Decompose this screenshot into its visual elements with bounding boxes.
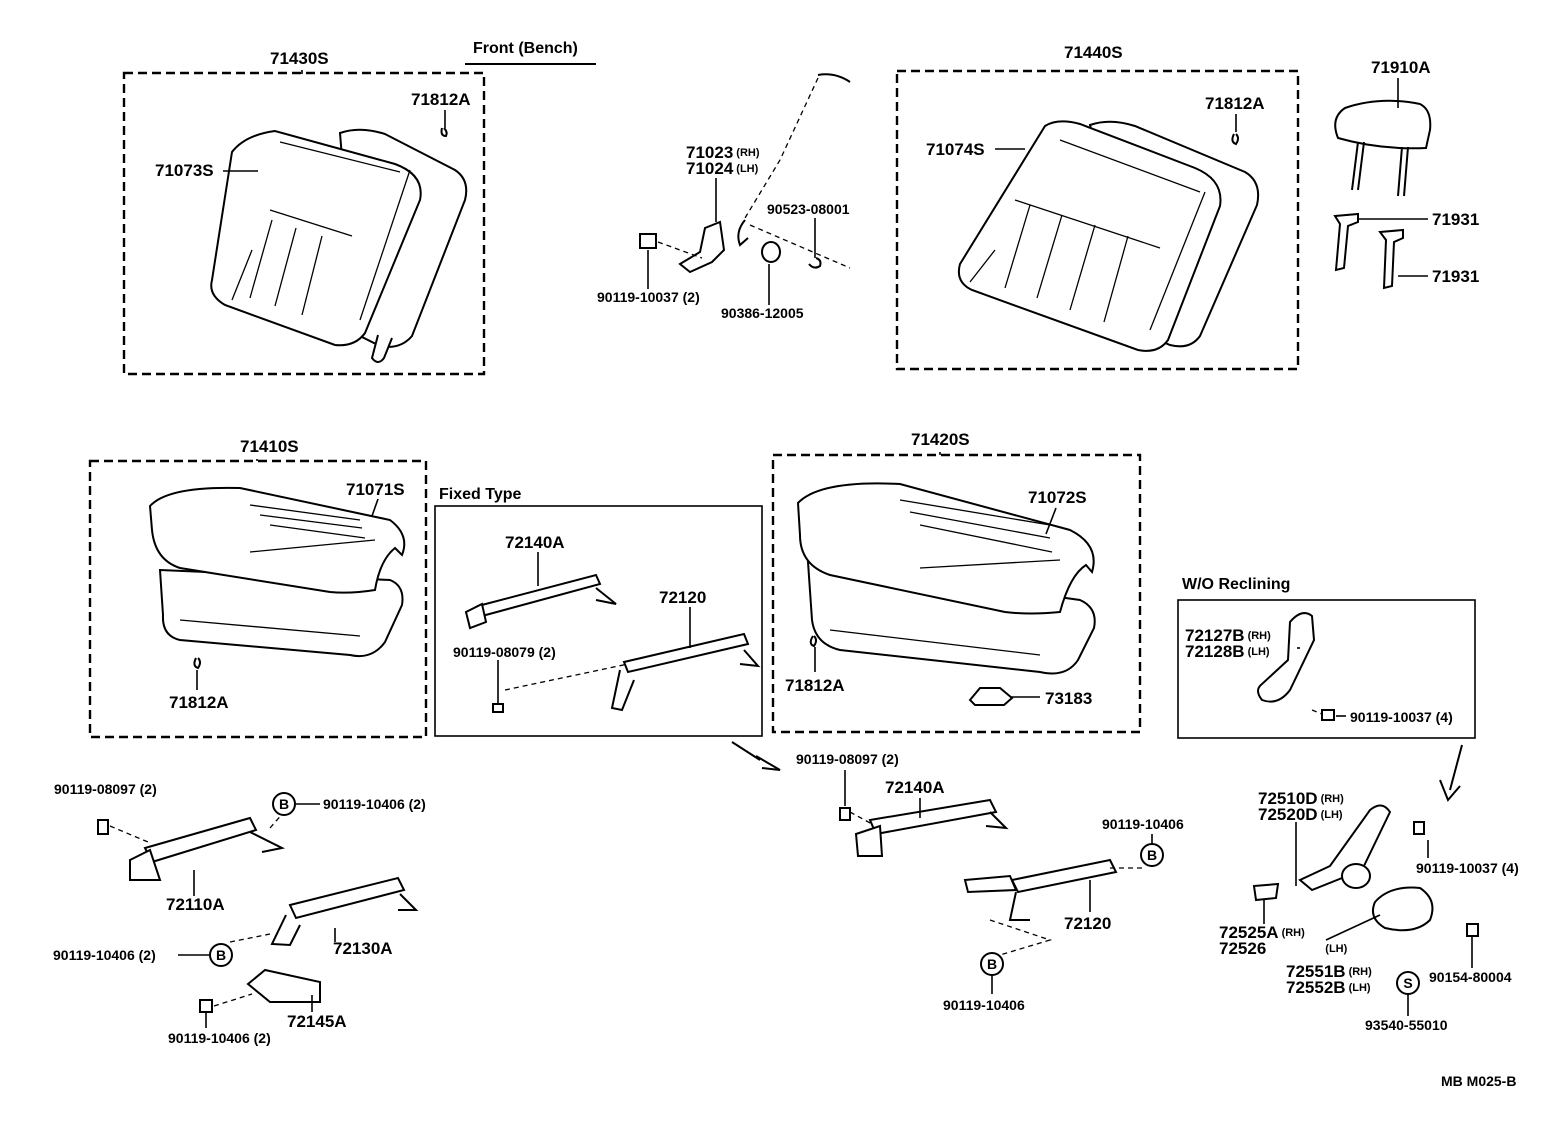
part-label-72128B: 72128B(LH) <box>1185 642 1270 661</box>
part-label-72145A: 72145A <box>287 1012 347 1031</box>
clip-71812A-4 <box>809 635 817 648</box>
part-label-73183: 73183 <box>1045 689 1093 708</box>
part-label-93540-55010: 93540-55010 <box>1365 1017 1448 1033</box>
clip-71812A-3 <box>193 657 201 670</box>
svg-text:B: B <box>1147 847 1157 863</box>
part-label-90119-10406: 90119-10406 <box>1102 816 1184 832</box>
heading-fixed-type: Fixed Type <box>439 486 522 503</box>
circle-marker-b-3: B <box>1140 843 1164 867</box>
part-label-90119-10037-4: 90119-10037 (4) <box>1416 860 1519 876</box>
heading-wo-reclining: W/O Reclining <box>1182 576 1291 593</box>
part-label-71910A: 71910A <box>1371 58 1431 77</box>
group-box-71430S <box>122 71 486 376</box>
part-label-71931: 71931 <box>1432 267 1480 286</box>
part-label-90119-10406: 90119-10406 <box>943 997 1025 1013</box>
part-label-71420S: 71420S <box>911 430 970 449</box>
part-label-72120: 72120 <box>659 588 707 607</box>
circle-marker-b-4: B <box>980 952 1004 976</box>
part-label-71024: 71024(LH) <box>686 159 759 178</box>
clip-71812A-2 <box>1231 133 1239 146</box>
heading-front-bench: Front (Bench) <box>473 40 578 57</box>
part-label-90119-08079-2: 90119-08079 (2) <box>453 644 556 660</box>
part-label-71812A: 71812A <box>169 693 229 712</box>
recliner-drawing <box>1252 744 1479 937</box>
wo-reclining-box <box>1177 599 1476 739</box>
part-label-71023: 71023(RH) <box>686 143 760 162</box>
part-label-90119-08097-2: 90119-08097 (2) <box>796 751 899 767</box>
circle-marker-s: S <box>1396 971 1420 995</box>
diagram-code: MB M025-B <box>1441 1073 1517 1089</box>
part-label-71812A: 71812A <box>785 676 845 695</box>
clip-71812A-1 <box>440 127 448 138</box>
part-label-72130A: 72130A <box>333 939 393 958</box>
part-label-90119-10406-2: 90119-10406 (2) <box>168 1030 271 1046</box>
part-label-90386-12005: 90386-12005 <box>721 305 804 321</box>
part-label-90119-10406-2: 90119-10406 (2) <box>53 947 156 963</box>
svg-text:B: B <box>216 947 226 963</box>
part-label-90119-10406-2: 90119-10406 (2) <box>323 796 426 812</box>
part-label-90523-08001: 90523-08001 <box>767 201 850 217</box>
part-label-72551B: 72551B(RH) <box>1286 962 1372 981</box>
part-label-71072S: 71072S <box>1028 488 1087 507</box>
svg-text:B: B <box>279 796 289 812</box>
part-label-71410S: 71410S <box>240 437 299 456</box>
bottom-left-rails-drawing <box>97 811 419 1013</box>
part-label-72526: 72526(LH) <box>1219 939 1348 958</box>
part-label-71440S: 71440S <box>1064 43 1123 62</box>
fixed-type-rails-drawing <box>464 573 761 713</box>
seatback-cover-left-drawing <box>210 128 468 363</box>
wo-reclining-bracket-drawing <box>1257 612 1335 721</box>
headrest-drawing <box>1333 99 1432 290</box>
bottom-center-rails-drawing <box>731 741 1145 956</box>
circle-marker-b-1: B <box>272 792 296 816</box>
svg-text:B: B <box>987 956 997 972</box>
svg-text:S: S <box>1403 975 1412 991</box>
part-label-71812A: 71812A <box>411 90 471 109</box>
part-label-71812A: 71812A <box>1205 94 1265 113</box>
part-label-72140A: 72140A <box>505 533 565 552</box>
part-label-71071S: 71071S <box>346 480 405 499</box>
part-label-72525A: 72525A(RH) <box>1219 923 1305 942</box>
seat-cushion-right-drawing <box>796 482 1096 706</box>
part-label-90119-10037-4: 90119-10037 (4) <box>1350 709 1453 725</box>
part-label-71931: 71931 <box>1432 210 1480 229</box>
part-label-72127B: 72127B(RH) <box>1185 626 1271 645</box>
hinge-bracket-drawing <box>639 73 851 274</box>
part-label-71430S: 71430S <box>270 49 329 68</box>
part-label-72552B: 72552B(LH) <box>1286 978 1371 997</box>
part-label-72520D: 72520D(LH) <box>1258 805 1343 824</box>
part-label-90154-80004: 90154-80004 <box>1429 969 1512 985</box>
part-label-90119-08097-2: 90119-08097 (2) <box>54 781 157 797</box>
part-label-72120: 72120 <box>1064 914 1112 933</box>
part-label-72140A: 72140A <box>885 778 945 797</box>
group-box-71440S <box>895 69 1300 371</box>
part-label-72510D: 72510D(RH) <box>1258 789 1344 808</box>
group-box-71420S <box>771 453 1142 734</box>
group-box-71410S <box>88 459 428 739</box>
part-label-71073S: 71073S <box>155 161 214 180</box>
part-label-72110A: 72110A <box>166 895 225 914</box>
fixed-type-box <box>434 505 763 737</box>
part-label-90119-10037-2: 90119-10037 (2) <box>597 289 700 305</box>
seatback-cover-right-drawing <box>957 120 1260 352</box>
part-label-71074S: 71074S <box>926 140 985 159</box>
circle-marker-b-2: B <box>209 943 233 967</box>
leader-lines <box>178 70 1473 1028</box>
seat-cushion-left-drawing <box>148 486 406 658</box>
